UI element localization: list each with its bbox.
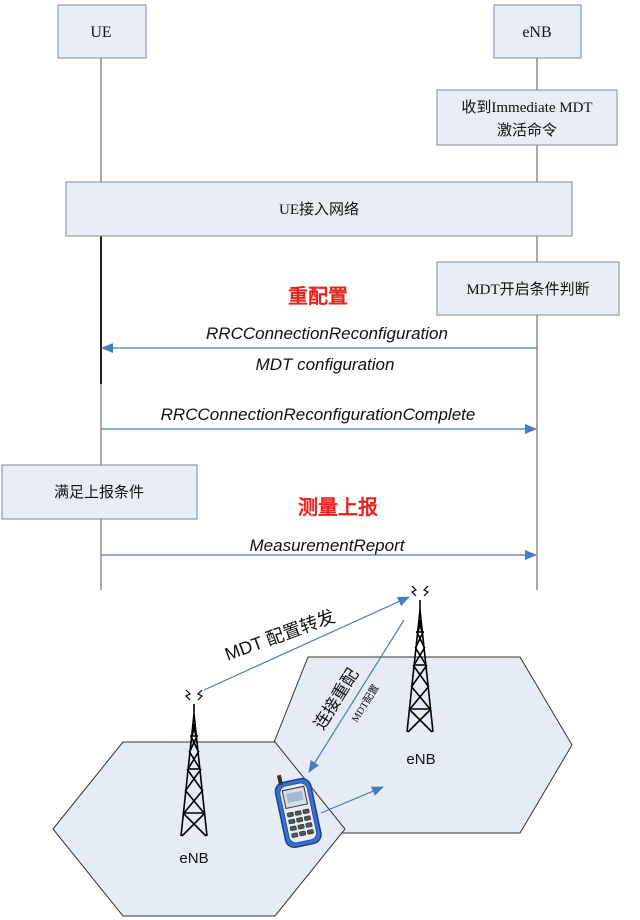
- enb-tower-left-icon: [180, 689, 208, 837]
- measurement-report-label: MeasurementReport: [250, 536, 406, 555]
- immediate-mdt-line2: 激活命令: [497, 121, 557, 139]
- enb-entity-box: [493, 4, 582, 59]
- report-title: 测量上报: [298, 495, 378, 519]
- immediate-mdt-box: [436, 89, 618, 146]
- reconfig-line2: MDT configuration: [256, 355, 395, 374]
- mdt-condition-label: MDT开启条件判断: [466, 281, 589, 298]
- ue-entity-box: [57, 4, 147, 59]
- mobile-phone-icon: [274, 774, 322, 849]
- enb-tower-right-icon: [406, 585, 434, 733]
- report-condition-label: 满足上报条件: [54, 484, 144, 501]
- ue-access-box: [65, 181, 573, 237]
- conn-reconfig-arrow: [308, 619, 405, 773]
- phone-uplink-arrow: [320, 786, 384, 814]
- ue-entity-label: UE: [90, 24, 111, 41]
- ue-access-label: UE接入网络: [279, 201, 359, 218]
- enb-entity-label: eNB: [522, 24, 551, 41]
- reconfig-complete-label: RRCConnectionReconfigurationComplete: [161, 405, 476, 424]
- report-condition-box: [1, 464, 198, 520]
- immediate-mdt-line1: 收到Immediate MDT: [461, 99, 592, 116]
- reconfig-title: 重配置: [288, 285, 348, 308]
- enb-left-label: eNB: [179, 850, 208, 867]
- reconfig-line1: RRCConnectionReconfiguration: [206, 324, 448, 343]
- mdt-condition-box: [436, 261, 620, 316]
- mdt-forward-arrow: [203, 596, 410, 691]
- enb-right-label: eNB: [406, 751, 435, 768]
